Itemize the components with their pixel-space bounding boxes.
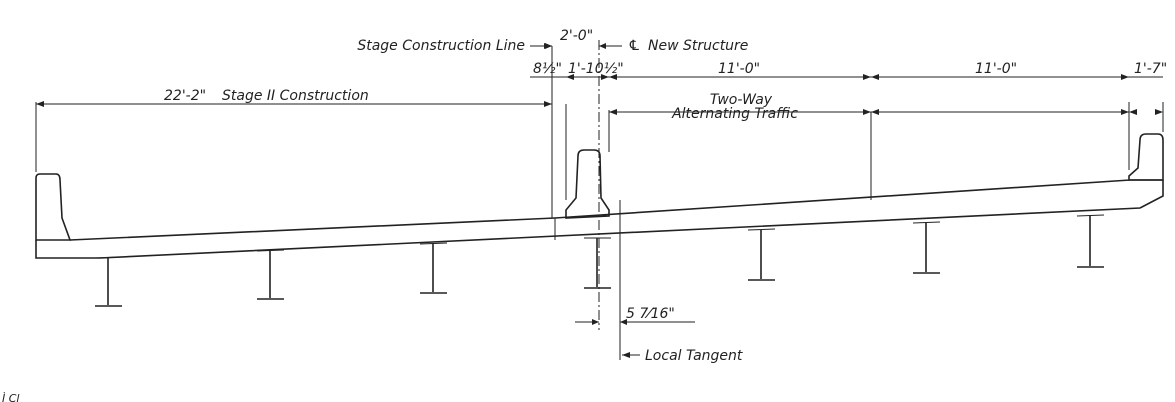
girders (94, 214, 1105, 307)
barrier-width-dimension: 1'-10½" (568, 61, 624, 77)
lane-2-dimension: 11'-0" (975, 61, 1017, 77)
girder (419, 242, 448, 294)
left-barrier (35, 173, 72, 241)
stage-line-leader (544, 43, 552, 49)
dim-stage-ii (36, 101, 552, 107)
girder (1076, 214, 1105, 268)
extension-lines (35, 102, 1164, 200)
stage-construction-line-label: Stage Construction Line (357, 38, 525, 54)
girder (256, 249, 285, 300)
girder (584, 237, 611, 289)
girder (747, 228, 776, 281)
stage-ii-construction-label: Stage II Construction (222, 88, 369, 104)
local-tangent-leader (622, 352, 640, 358)
new-structure-label: New Structure (648, 38, 748, 54)
lane-1-dimension: 11'-0" (718, 61, 760, 77)
tangent-offset-dimension: 5 7⁄16" (626, 306, 675, 322)
top-offset-dimension: 2'-0" (560, 28, 593, 44)
dim-tangent-offset (575, 319, 695, 325)
dim-row-top (530, 74, 1163, 80)
traffic-label-line-1: Two-Way (710, 92, 773, 108)
center-barrier (565, 149, 610, 219)
girder (94, 256, 123, 307)
stage-offset-dimension: 8½" (533, 61, 562, 77)
corner-text-fragment: Ì Cl (2, 392, 19, 402)
right-barrier (1128, 133, 1164, 181)
stage-ii-width-dimension: 22'-2" (164, 88, 206, 104)
right-overhang-dimension: 1'-7" (1134, 61, 1167, 77)
local-tangent-line (608, 110, 621, 360)
centerline-symbol: ℄ (628, 38, 641, 54)
local-tangent-label: Local Tangent (645, 348, 743, 364)
dim-lanes (609, 109, 1163, 115)
girder (912, 221, 941, 274)
traffic-label-line-2: Alternating Traffic (671, 106, 798, 122)
